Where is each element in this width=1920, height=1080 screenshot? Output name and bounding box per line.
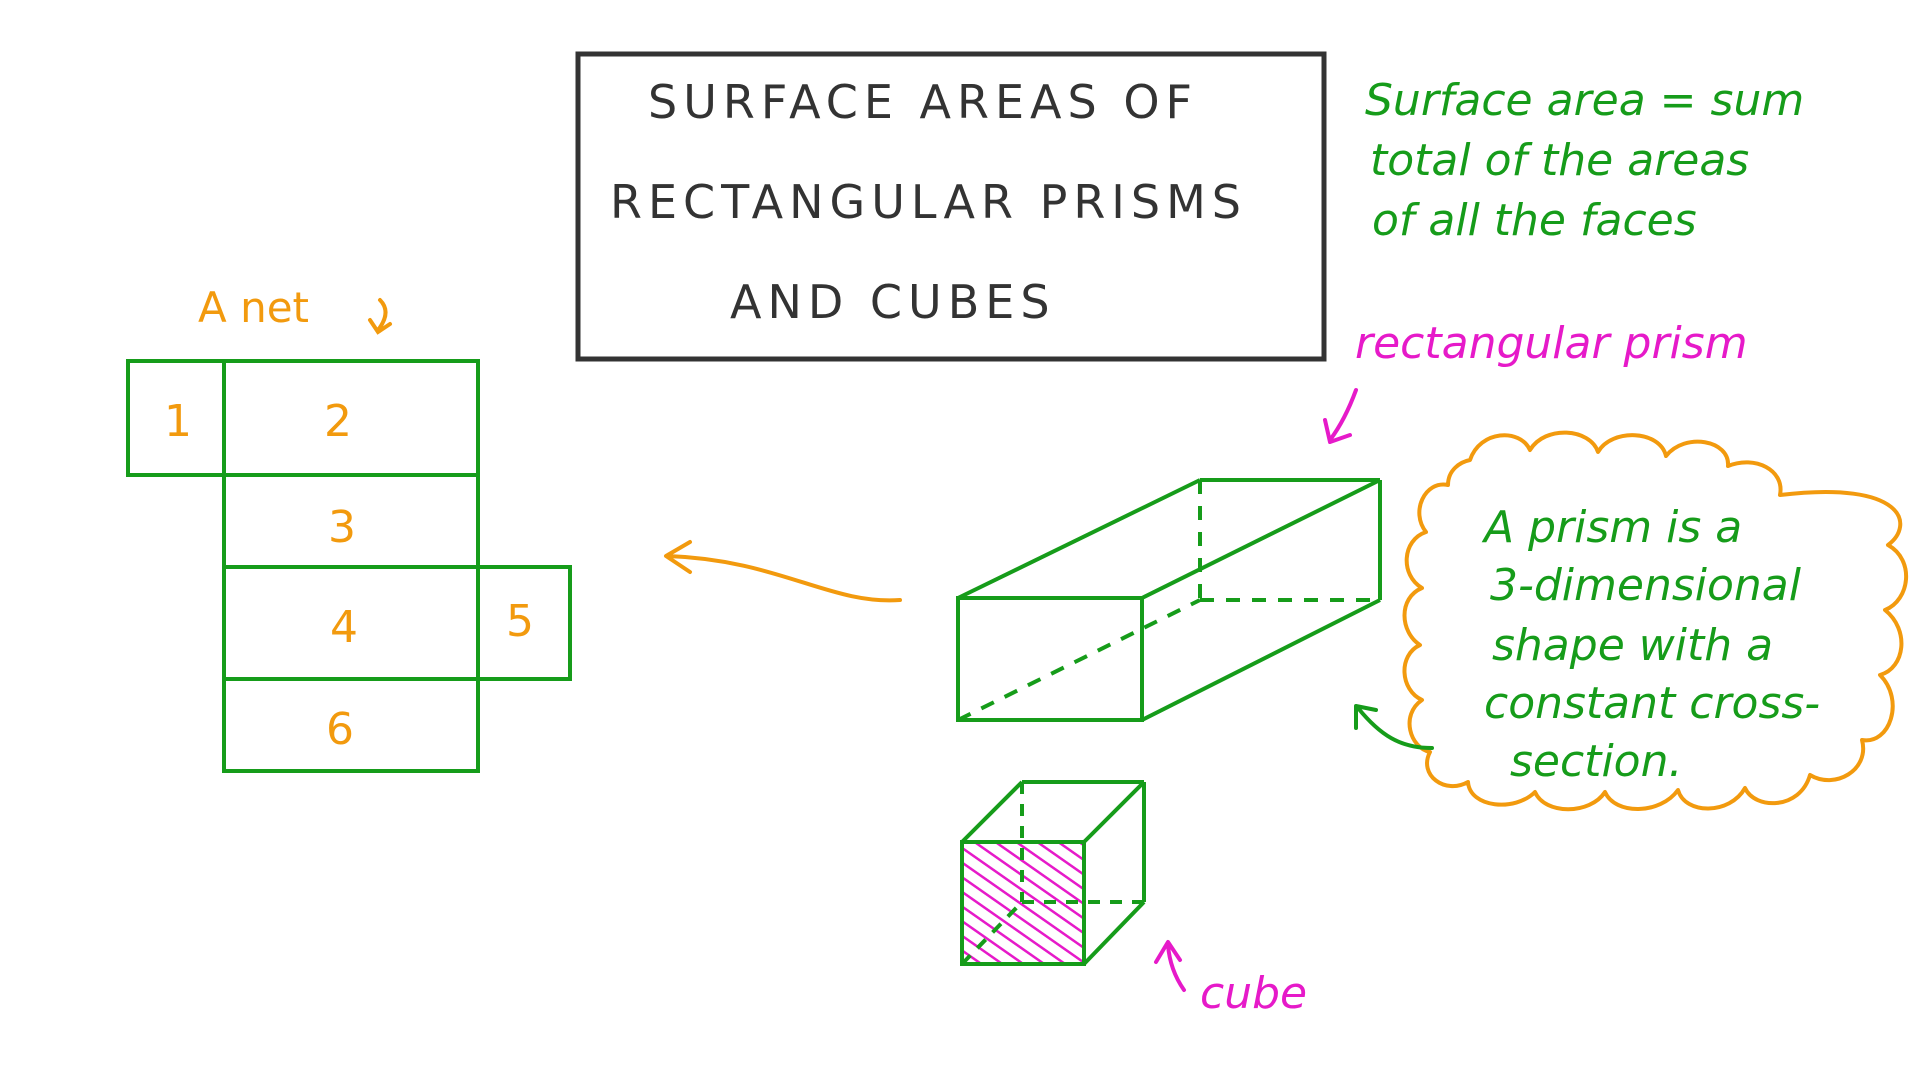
net-face-5 xyxy=(476,565,572,681)
net-label: A net xyxy=(198,283,309,332)
title-line-1: SURFACE AREAS OF xyxy=(648,75,1198,129)
cloud-text-line-5: section. xyxy=(1510,736,1682,787)
prism-to-net-arrow xyxy=(664,540,902,603)
net-face-number-3: 3 xyxy=(328,502,356,553)
net-face-number-6: 6 xyxy=(326,704,354,755)
rectangular-prism-arrow xyxy=(1323,388,1358,444)
definition-cloud xyxy=(1402,430,1908,812)
definition-line-3: of all the faces xyxy=(1372,195,1697,246)
rectangular-prism xyxy=(956,478,1382,722)
definition-line-1: Surface area = sum xyxy=(1365,75,1804,126)
title-line-2: RECTANGULAR PRISMS xyxy=(610,175,1247,229)
net-face-number-1: 1 xyxy=(164,396,192,447)
title-box xyxy=(575,51,1327,362)
net-face-number-4: 4 xyxy=(330,602,358,653)
cloud-text-line-1: A prism is a xyxy=(1481,502,1742,553)
cube xyxy=(960,780,1146,966)
definition-line-2: total of the areas xyxy=(1370,135,1749,186)
net-face-number-5: 5 xyxy=(506,596,534,647)
title-line-3: AND CUBES xyxy=(730,275,1056,329)
rectangular-prism-label: rectangular prism xyxy=(1355,318,1748,369)
cloud-text-line-2: 3-dimensional xyxy=(1490,560,1802,611)
net-diagram xyxy=(126,359,572,773)
net-face-number-2: 2 xyxy=(324,396,352,447)
net-face-6 xyxy=(222,677,480,773)
net-label-arrow xyxy=(368,298,392,335)
cube-arrow xyxy=(1154,940,1186,992)
cube-label: cube xyxy=(1200,968,1307,1019)
cloud-text-line-4: constant cross- xyxy=(1484,678,1820,729)
cloud-to-prism-arrow xyxy=(1354,704,1434,750)
cloud-text-line-3: shape with a xyxy=(1492,620,1773,671)
